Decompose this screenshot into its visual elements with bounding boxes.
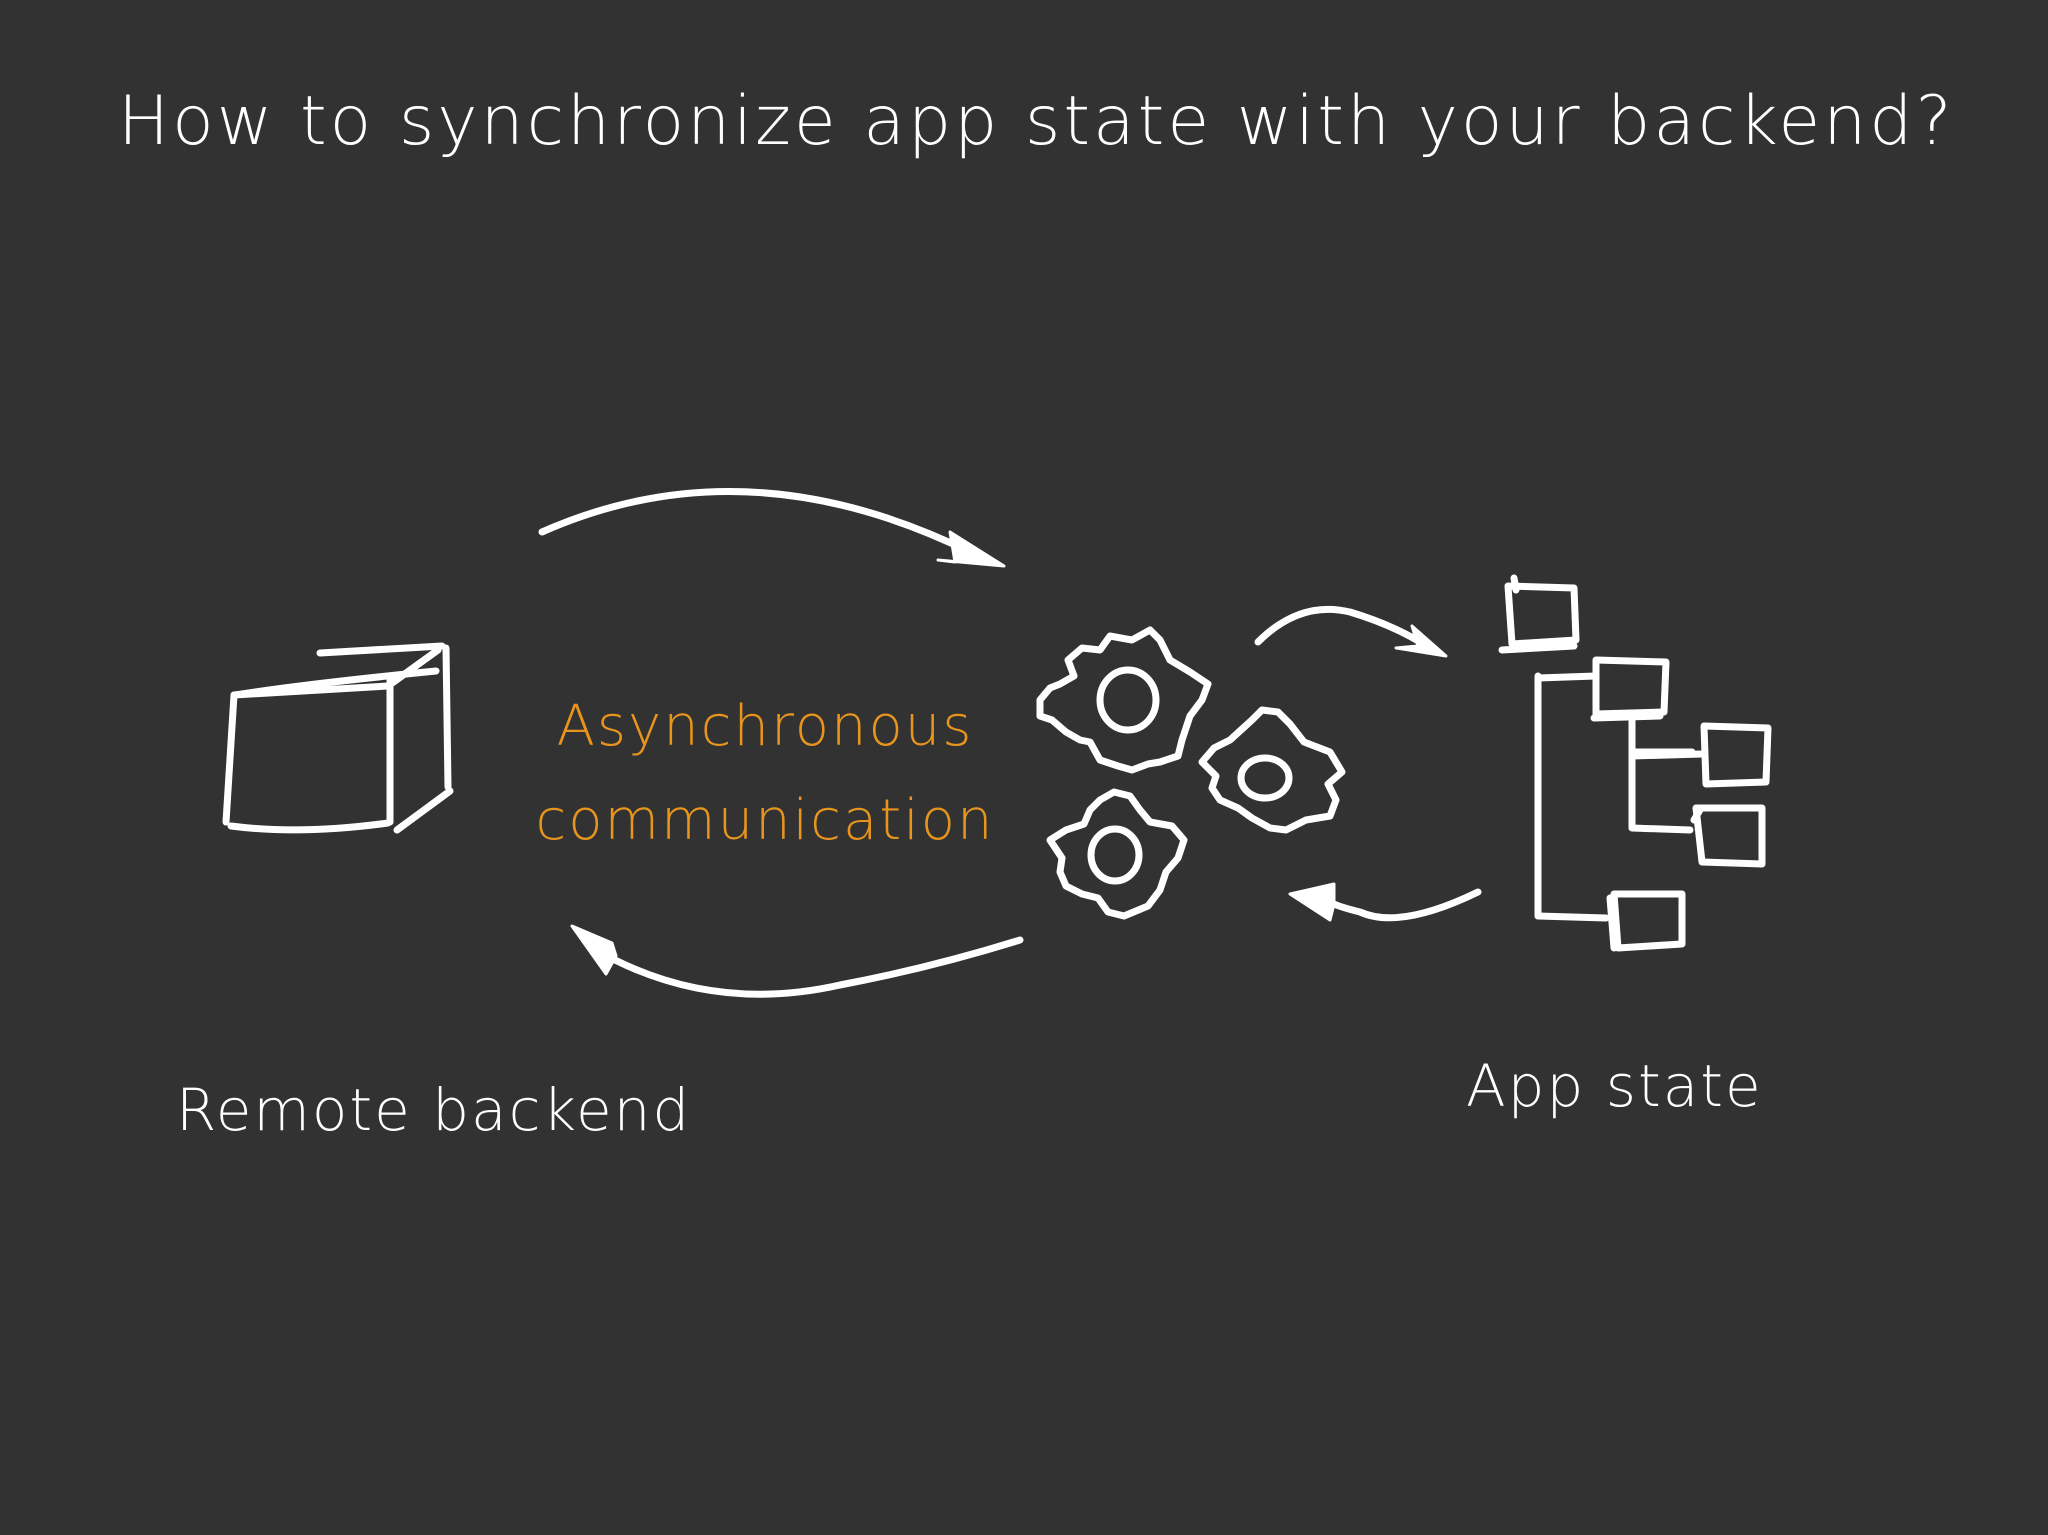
app-state-label: App state <box>1466 1052 1763 1120</box>
slide-title: How to synchronize app state with your b… <box>118 82 1955 161</box>
state-tree-icon <box>1498 574 1772 952</box>
async-communication-label: Asynchronous communication <box>530 680 1000 868</box>
async-label-line1: Asynchronous <box>556 694 974 759</box>
arrow-to-backend <box>570 924 1024 998</box>
server-box-icon <box>222 642 454 834</box>
remote-backend-label: Remote backend <box>176 1076 692 1144</box>
gears-icon <box>1036 626 1346 920</box>
arrow-to-state <box>1254 605 1448 658</box>
arrow-to-gears <box>538 488 1006 568</box>
arrow-from-state <box>1288 882 1482 922</box>
async-label-line2: communication <box>535 788 995 853</box>
